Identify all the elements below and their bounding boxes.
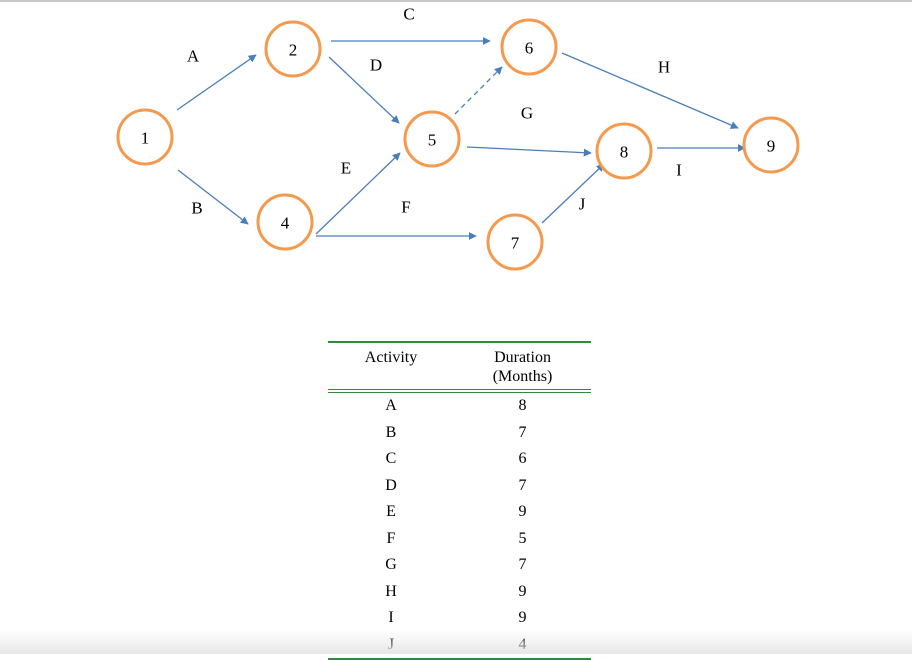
event-node-5: 5 [403, 110, 461, 168]
duration-cell: 6 [518, 450, 527, 468]
event-node-circle [256, 193, 314, 251]
activity-arrow-j [541, 163, 605, 224]
event-node-7: 7 [486, 213, 544, 271]
event-node-6: 6 [500, 18, 558, 76]
event-node-8: 8 [595, 122, 653, 180]
activity-cell: A [385, 397, 397, 415]
duration-cell: 7 [518, 423, 527, 441]
activity-cell: G [385, 556, 397, 574]
edges-layer [176, 37, 746, 240]
activity-cell: C [385, 450, 397, 468]
activity-arrow-a [176, 54, 257, 111]
activity-cell: D [385, 476, 397, 494]
activity-cell: I [388, 609, 394, 627]
nodes-layer: 1 2 4 5 6 7 8 9 [116, 18, 800, 271]
activity-arrow-h [561, 52, 739, 129]
activity-cell: H [385, 582, 397, 600]
activity-label-c: C [403, 5, 414, 24]
event-node-2: 2 [264, 20, 322, 78]
event-node-label: 6 [525, 39, 534, 58]
event-node-label: 7 [511, 234, 520, 253]
activity-label-g: G [521, 104, 533, 123]
event-node-label: 5 [428, 131, 437, 150]
dummy-activity-arrow [454, 66, 503, 115]
top-border [0, 0, 912, 2]
activity-label-f: F [401, 198, 410, 217]
event-node-label: 4 [281, 214, 290, 233]
event-node-label: 9 [767, 137, 776, 156]
activity-cell: B [385, 423, 397, 441]
activity-cell: F [386, 529, 396, 547]
activity-arrow-g [466, 146, 592, 157]
activity-label-h: H [658, 58, 670, 77]
event-node-circle [116, 108, 174, 166]
duration-cell: 9 [518, 503, 527, 521]
duration-cell: 8 [518, 397, 527, 415]
activity-arrow-e [315, 152, 401, 235]
duration-cell: 4 [518, 635, 527, 653]
header-activity: Activity [364, 349, 418, 366]
activity-label-a: A [187, 47, 200, 66]
event-node-label: 2 [289, 41, 298, 60]
activity-arrow-d [328, 56, 400, 124]
duration-cell: 7 [518, 556, 527, 574]
duration-cell: 5 [518, 529, 527, 547]
activity-label-d: D [370, 56, 382, 75]
event-node-label: 1 [141, 129, 150, 148]
event-node-circle [500, 18, 558, 76]
activity-arrow-b [177, 169, 249, 225]
event-node-circle [595, 122, 653, 180]
duration-cell: 9 [518, 609, 527, 627]
activity-network-diagram: A B C D E F G H I J 1 2 4 5 6 7 8 9 [116, 5, 800, 271]
activity-cell: E [386, 503, 396, 521]
activity-label-i: I [676, 161, 682, 180]
event-node-9: 9 [742, 116, 800, 174]
table-header-row: Activity Duration(Months) [328, 342, 591, 391]
event-node-circle [742, 116, 800, 174]
event-node-circle [403, 110, 461, 168]
event-node-circle [264, 20, 322, 78]
activity-label-b: B [191, 199, 202, 218]
header-duration: Duration(Months) [492, 349, 553, 385]
duration-cell: 7 [518, 476, 527, 494]
activity-label-j: J [579, 195, 586, 214]
event-node-4: 4 [256, 193, 314, 251]
event-node-circle [486, 213, 544, 271]
activity-cell: J [387, 635, 395, 653]
duration-cell: 9 [518, 582, 527, 600]
event-node-label: 8 [620, 143, 629, 162]
event-node-1: 1 [116, 108, 174, 166]
edge-labels-layer: A B C D E F G H I J [187, 5, 682, 218]
activity-label-e: E [341, 159, 351, 178]
